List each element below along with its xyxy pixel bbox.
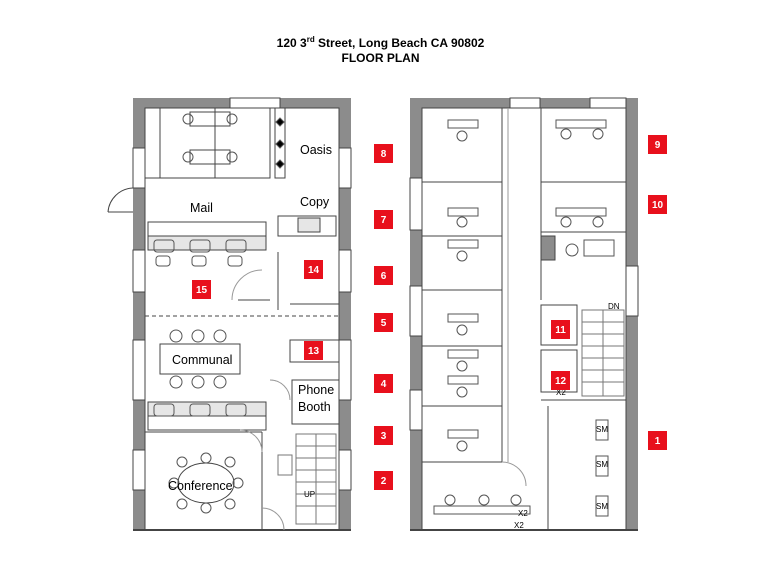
badge-13-label: 13: [308, 346, 320, 357]
badge-4-label: 4: [381, 379, 387, 390]
badge-7[interactable]: 7: [374, 210, 393, 229]
stairs-up-label: UP: [304, 490, 315, 499]
badge-7-label: 7: [381, 215, 387, 226]
right-building: [409, 97, 639, 531]
badge-2[interactable]: 2: [374, 471, 393, 490]
badge-5[interactable]: 5: [374, 313, 393, 332]
conference-table: [168, 452, 244, 514]
sm-label-1: SM: [596, 425, 608, 434]
badge-10-label: 10: [652, 200, 664, 211]
badge-9-label: 9: [655, 140, 661, 151]
office-desks-left: [447, 119, 479, 452]
badge-2-label: 2: [381, 476, 387, 487]
address-title: 120 3rd Street, Long Beach CA 90802: [0, 35, 761, 50]
address-ordinal: rd: [306, 35, 315, 44]
badge-6[interactable]: 6: [374, 266, 393, 285]
stairs-up: [295, 433, 337, 525]
badge-1[interactable]: 1: [648, 431, 667, 450]
badge-1-label: 1: [655, 436, 661, 447]
right-outer-wall: [339, 98, 351, 530]
floor-plan-subtitle: FLOOR PLAN: [341, 51, 420, 65]
badge-4[interactable]: 4: [374, 374, 393, 393]
badge-6-label: 6: [381, 271, 387, 282]
badge-8[interactable]: 8: [374, 144, 393, 163]
badge-15[interactable]: 15: [192, 280, 211, 299]
room-label-mail: Mail: [190, 201, 213, 215]
x2-label-c: X2: [514, 521, 524, 530]
sm-label-2: SM: [596, 460, 608, 469]
room-label-phone: Phone: [298, 383, 334, 397]
badge-14[interactable]: 14: [304, 260, 323, 279]
badge-5-label: 5: [381, 318, 387, 329]
left-building: [107, 97, 352, 531]
stairs-dn-label: DN: [608, 302, 620, 311]
badge-12[interactable]: 12: [551, 371, 570, 390]
stairs-down: [581, 309, 625, 397]
room-label-conference: Conference: [168, 479, 233, 493]
room-label-communal: Communal: [172, 353, 232, 367]
badge-13[interactable]: 13: [304, 341, 323, 360]
sm-label-3: SM: [596, 502, 608, 511]
badge-10[interactable]: 10: [648, 195, 667, 214]
x2-label-a: X2: [556, 388, 566, 397]
badge-14-label: 14: [308, 265, 320, 276]
room-label-copy: Copy: [300, 195, 330, 209]
badge-15-label: 15: [196, 285, 208, 296]
badge-11[interactable]: 11: [551, 320, 570, 339]
badge-3[interactable]: 3: [374, 426, 393, 445]
room-label-booth: Booth: [298, 400, 331, 414]
badge-9[interactable]: 9: [648, 135, 667, 154]
badge-3-label: 3: [381, 431, 387, 442]
room-label-oasis: Oasis: [300, 143, 332, 157]
badge-8-label: 8: [381, 149, 387, 160]
address-street: Street, Long Beach CA 90802: [314, 36, 485, 50]
x2-label-b: X2: [518, 509, 528, 518]
badge-12-label: 12: [555, 376, 567, 387]
badge-11-label: 11: [555, 325, 566, 336]
communal-table: [159, 329, 241, 389]
address-number: 120 3: [276, 36, 307, 50]
mail-workstations: [153, 239, 247, 267]
left-outer-wall: [133, 98, 145, 530]
